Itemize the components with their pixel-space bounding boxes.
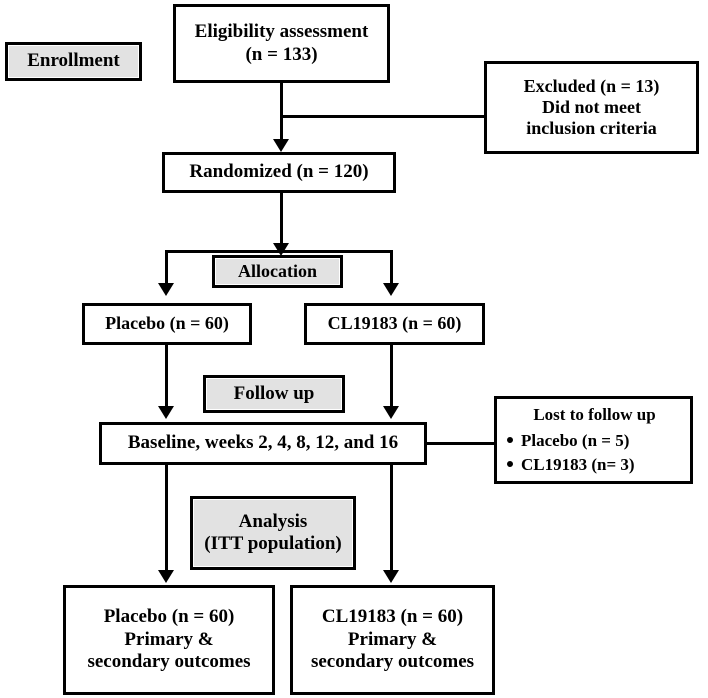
arrowhead-placebo-to-baseline	[158, 406, 174, 419]
arrowhead-baseline-right	[383, 570, 399, 583]
stage-label-analysis: Analysis (ITT population)	[190, 496, 356, 570]
arrowhead-allocation-right	[383, 283, 399, 296]
connector-placebo-to-baseline	[165, 345, 168, 411]
node-lost-item-cl19183: CL19183 (n= 3)	[507, 455, 635, 475]
connector-randomized-down	[280, 192, 283, 250]
node-eligibility-line2: (n = 133)	[245, 43, 318, 65]
connector-baseline-right	[390, 465, 393, 577]
node-lost-item-cl19183-text: CL19183 (n= 3)	[521, 455, 635, 475]
connector-to-lost-followup	[424, 442, 496, 445]
node-outcome-cl19183-line1: CL19183 (n = 60)	[321, 606, 464, 628]
bullet-icon	[507, 461, 513, 468]
node-randomized: Randomized (n = 120)	[162, 152, 396, 193]
node-baseline-line1: Baseline, weeks 2, 4, 8, 12, and 16	[127, 432, 399, 454]
node-lost-to-followup: Lost to follow up Placebo (n = 5) CL1918…	[494, 396, 693, 484]
node-outcome-cl19183-line3: secondary outcomes	[310, 651, 475, 673]
stage-label-followup: Follow up	[203, 375, 345, 413]
arrowhead-randomized-down	[273, 243, 289, 256]
stage-label-enrollment-text: Enrollment	[27, 50, 120, 72]
node-lost-header: Lost to follow up	[533, 404, 656, 424]
connector-eligibility-to-randomized	[280, 82, 283, 144]
stage-label-allocation: Allocation	[212, 255, 343, 288]
connector-baseline-left	[165, 465, 168, 577]
allocation-branch-right	[390, 250, 393, 288]
node-outcome-placebo-line1: Placebo (n = 60)	[103, 606, 235, 628]
node-eligibility-assessment: Eligibility assessment (n = 133)	[173, 4, 390, 83]
node-eligibility-line1: Eligibility assessment	[194, 21, 369, 43]
arrowhead-eligibility-to-randomized	[273, 139, 289, 152]
node-randomized-line1: Randomized (n = 120)	[189, 161, 369, 183]
node-allocation-placebo-line1: Placebo (n = 60)	[105, 313, 229, 334]
node-excluded-line3: inclusion criteria	[526, 118, 657, 139]
bullet-icon	[507, 436, 513, 443]
node-outcome-cl19183: CL19183 (n = 60) Primary & secondary out…	[290, 585, 495, 695]
node-allocation-cl19183: CL19183 (n = 60)	[304, 303, 485, 345]
node-outcome-placebo-line2: Primary &	[124, 628, 214, 650]
arrowhead-drug-to-baseline	[383, 406, 399, 419]
node-allocation-cl19183-line1: CL19183 (n = 60)	[327, 313, 462, 334]
allocation-branch-left	[165, 250, 168, 288]
stage-label-allocation-text: Allocation	[238, 260, 317, 281]
connector-to-excluded	[281, 115, 486, 118]
node-outcome-cl19183-line2: Primary &	[347, 628, 438, 650]
node-excluded: Excluded (n = 13) Did not meet inclusion…	[484, 61, 699, 154]
arrowhead-allocation-left	[158, 283, 174, 296]
node-lost-item-placebo: Placebo (n = 5)	[507, 431, 629, 451]
node-outcome-placebo-line3: secondary outcomes	[87, 651, 251, 673]
stage-label-enrollment: Enrollment	[5, 42, 142, 81]
arrowhead-baseline-left	[158, 570, 174, 583]
node-lost-item-placebo-text: Placebo (n = 5)	[521, 430, 630, 450]
connector-drug-to-baseline	[390, 345, 393, 411]
node-excluded-line2: Did not meet	[542, 96, 641, 117]
node-allocation-placebo: Placebo (n = 60)	[82, 303, 252, 345]
stage-label-analysis-line2: (ITT population)	[204, 533, 342, 554]
node-baseline-visits: Baseline, weeks 2, 4, 8, 12, and 16	[99, 422, 427, 465]
stage-label-followup-text: Follow up	[233, 382, 315, 404]
node-excluded-line1: Excluded (n = 13)	[523, 75, 660, 96]
node-outcome-placebo: Placebo (n = 60) Primary & secondary out…	[63, 585, 275, 695]
stage-label-analysis-line1: Analysis	[238, 510, 308, 532]
